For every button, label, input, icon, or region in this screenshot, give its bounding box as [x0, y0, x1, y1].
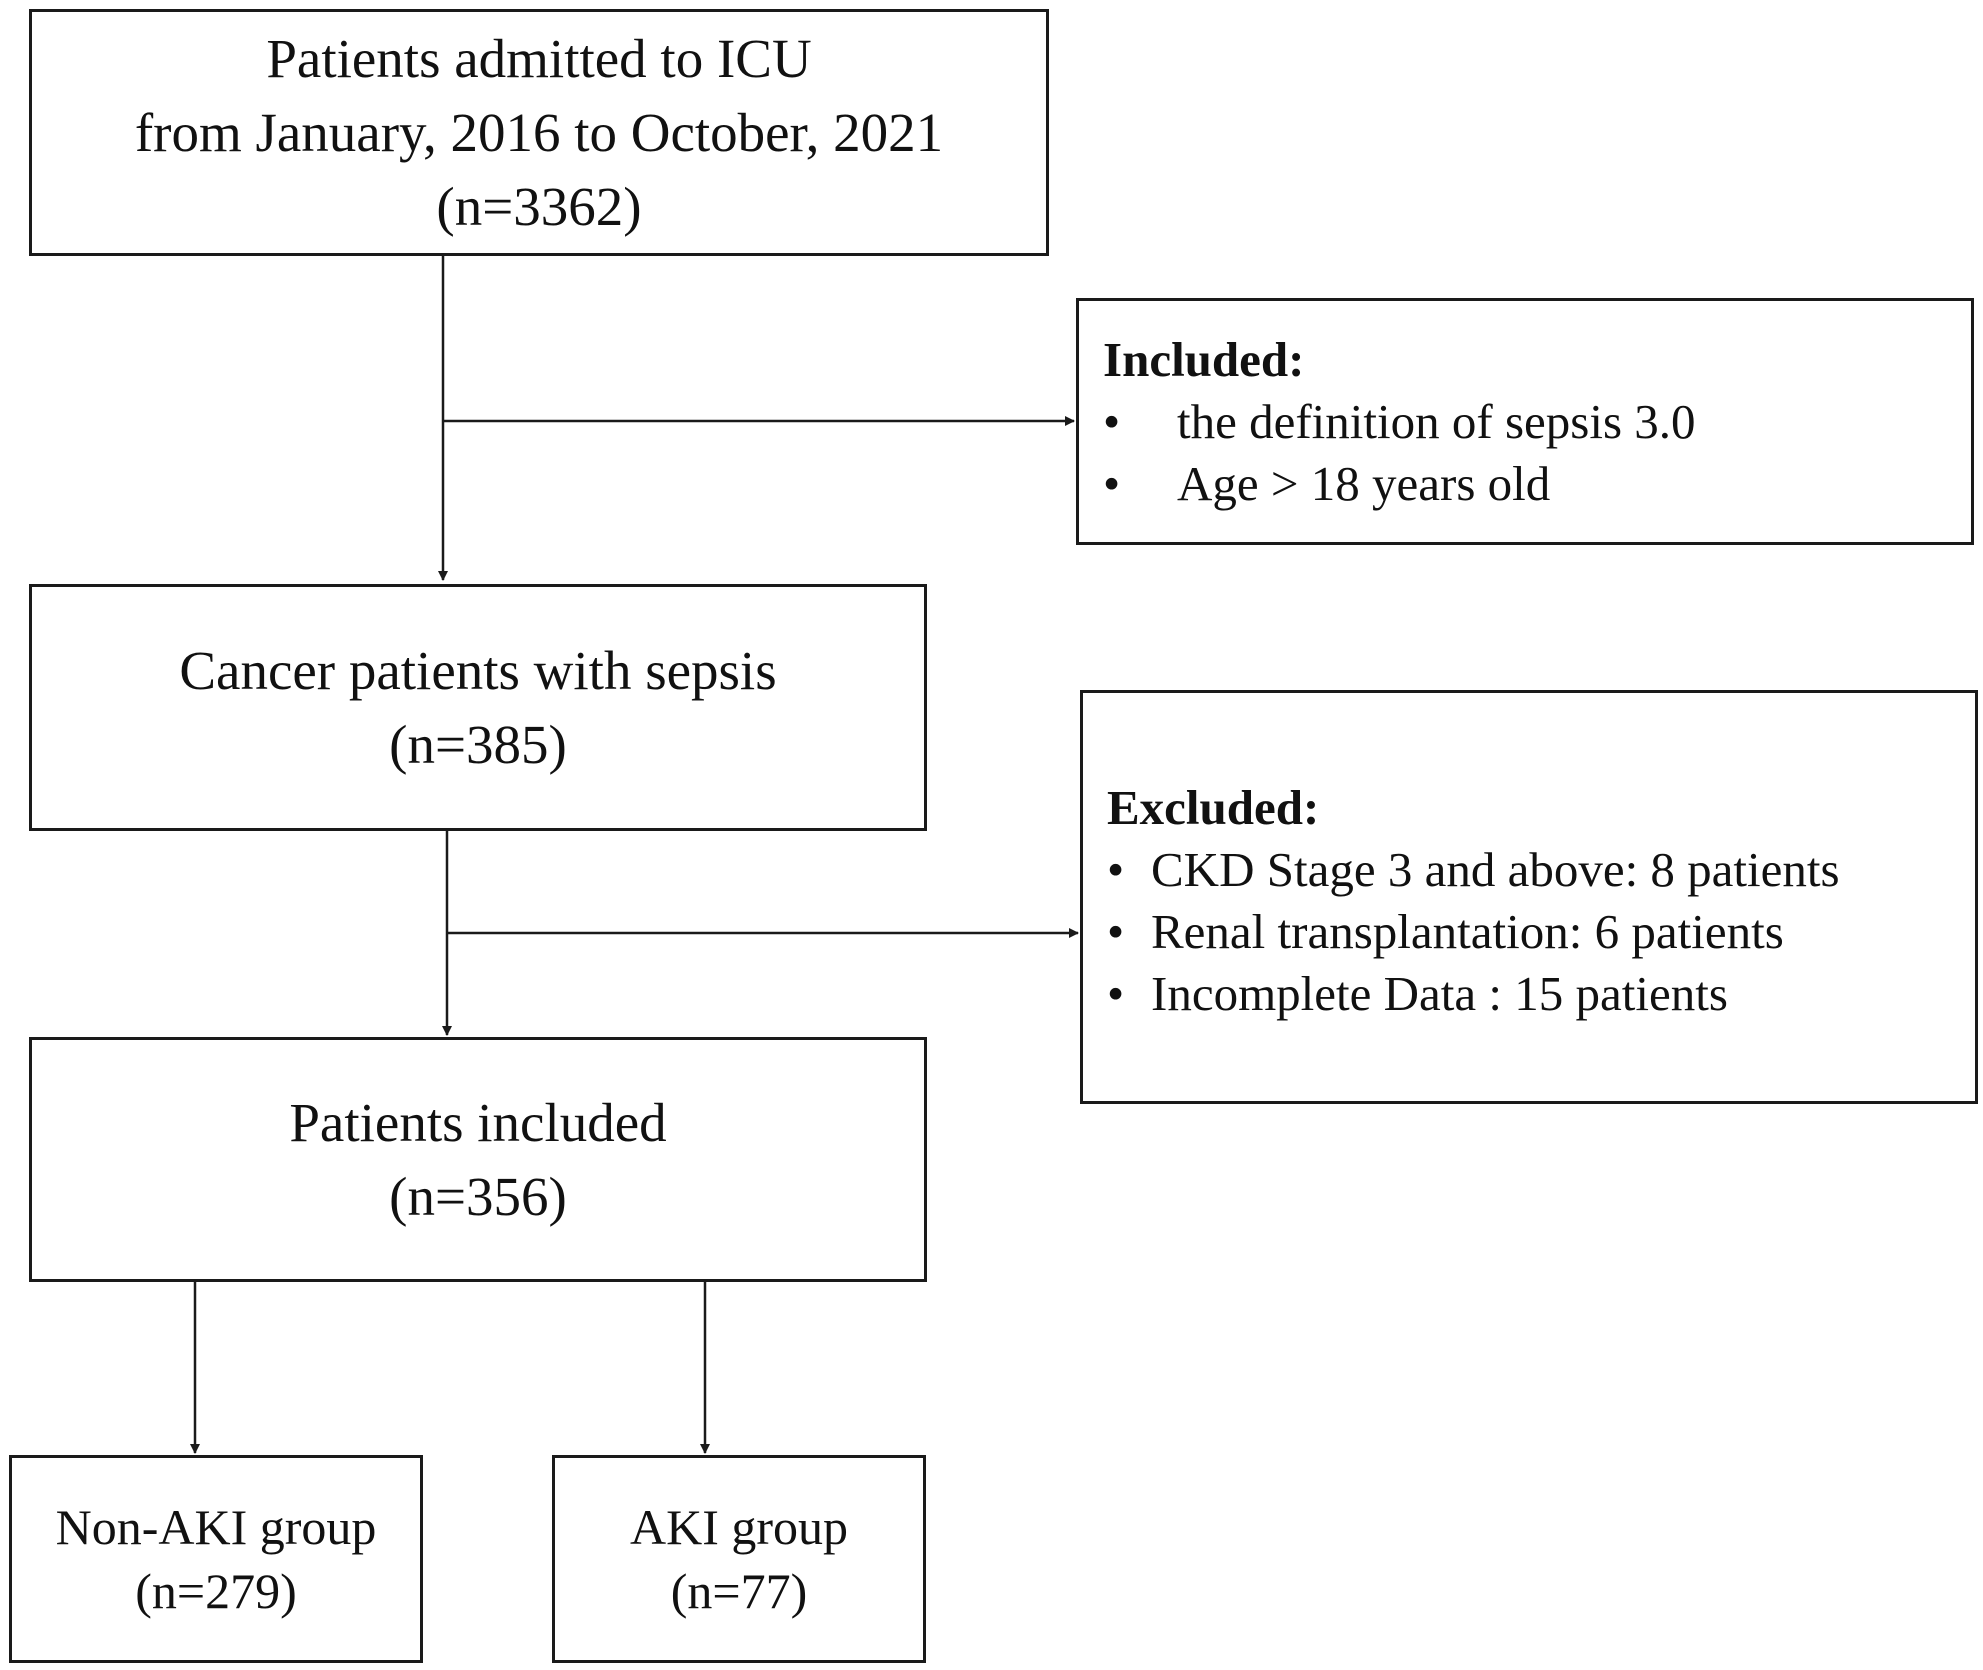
non-aki-label: Non-AKI group	[55, 1499, 377, 1555]
bullet-icon: •	[1103, 394, 1121, 449]
exclusion-item-text: CKD Stage 3 and above: 8 patients	[1151, 842, 1840, 897]
patients-included-count: (n=356)	[389, 1165, 567, 1227]
exclusion-criteria-box: Excluded: • CKD Stage 3 and above: 8 pat…	[1080, 690, 1978, 1104]
bullet-icon: •	[1103, 456, 1121, 511]
box-cancer-sepsis: Cancer patients with sepsis (n=385)	[29, 584, 927, 831]
bullet-icon: •	[1107, 904, 1125, 959]
inclusion-item-text: Age > 18 years old	[1177, 456, 1551, 511]
box-aki-group: AKI group (n=77)	[552, 1455, 926, 1663]
inclusion-criteria-box: Included: • the definition of sepsis 3.0…	[1076, 298, 1974, 545]
exclusion-item-text: Renal transplantation: 6 patients	[1151, 904, 1784, 959]
box-admitted-icu: Patients admitted to ICU from January, 2…	[29, 9, 1049, 256]
exclusion-item: • Renal transplantation: 6 patients	[1107, 901, 1975, 963]
exclusion-item: • CKD Stage 3 and above: 8 patients	[1107, 839, 1975, 901]
box-non-aki-group: Non-AKI group (n=279)	[9, 1455, 423, 1663]
cancer-sepsis-count: (n=385)	[389, 713, 567, 775]
exclusion-heading: Excluded:	[1107, 780, 1320, 835]
bullet-icon: •	[1107, 842, 1125, 897]
exclusion-item-text: Incomplete Data : 15 patients	[1151, 966, 1728, 1021]
inclusion-item: • Age > 18 years old	[1103, 453, 1971, 515]
inclusion-item-text: the definition of sepsis 3.0	[1177, 394, 1696, 449]
non-aki-count: (n=279)	[135, 1563, 297, 1619]
inclusion-heading: Included:	[1103, 332, 1305, 387]
admitted-line-2: from January, 2016 to October, 2021	[134, 101, 944, 163]
aki-label: AKI group	[629, 1499, 849, 1555]
inclusion-item: • the definition of sepsis 3.0	[1103, 391, 1971, 453]
patients-included-label: Patients included	[289, 1091, 667, 1153]
admitted-count: (n=3362)	[436, 175, 642, 237]
aki-count: (n=77)	[670, 1563, 808, 1619]
admitted-line-1: Patients admitted to ICU	[266, 27, 812, 89]
exclusion-item: • Incomplete Data : 15 patients	[1107, 963, 1975, 1025]
cancer-sepsis-label: Cancer patients with sepsis	[179, 639, 777, 701]
bullet-icon: •	[1107, 966, 1125, 1021]
box-patients-included: Patients included (n=356)	[29, 1037, 927, 1282]
